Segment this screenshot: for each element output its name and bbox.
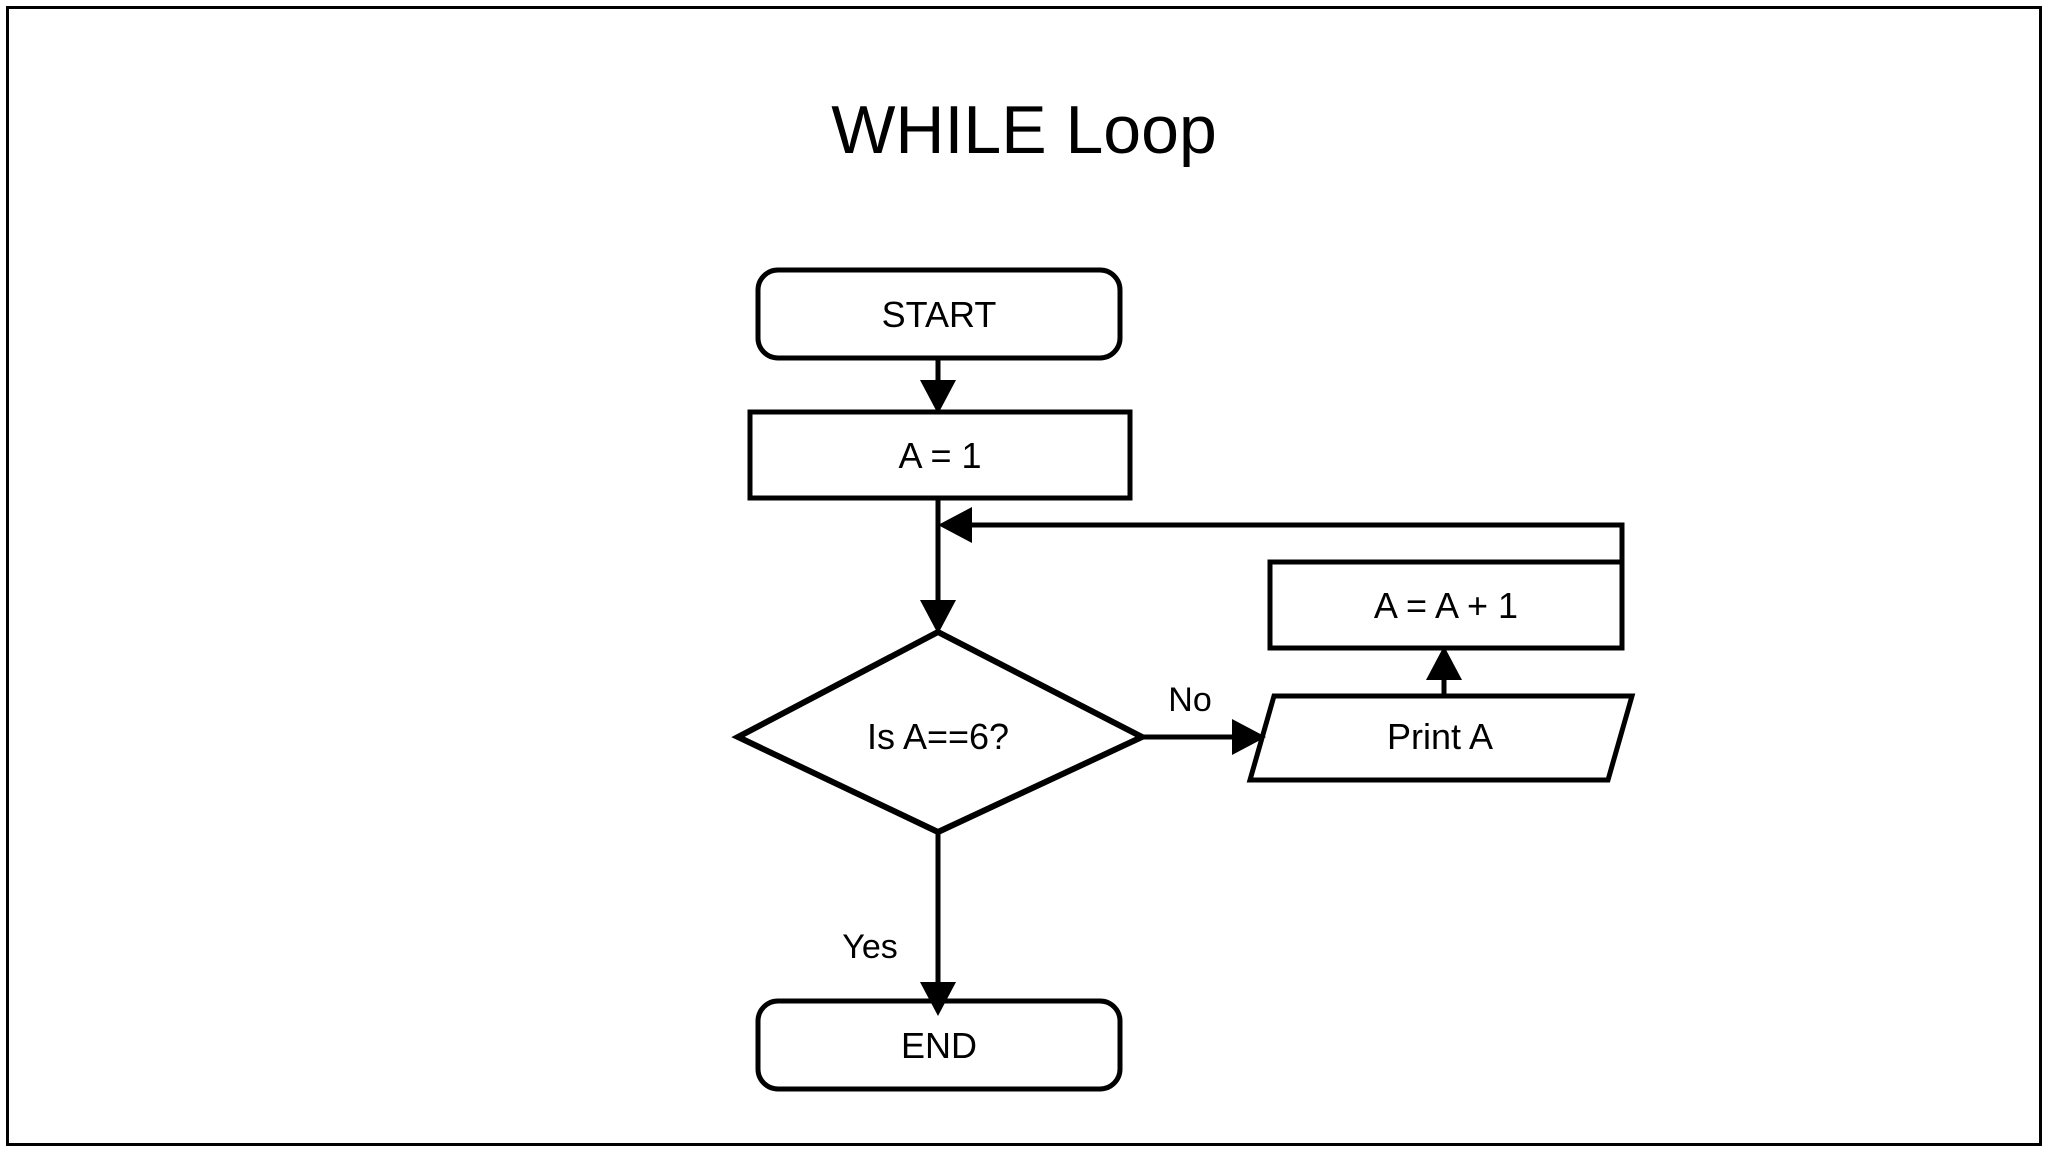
page-title: WHILE Loop bbox=[831, 92, 1217, 168]
connector-decision-to-print bbox=[1143, 719, 1266, 755]
connector-decision-to-end bbox=[920, 832, 956, 1016]
node-print-label: Print A bbox=[1386, 716, 1494, 757]
node-incr-shape[interactable] bbox=[1267, 559, 1625, 651]
node-init-shape[interactable] bbox=[747, 409, 1133, 501]
connector-incr-loopback bbox=[938, 507, 1625, 562]
connector-print-to-incr bbox=[1426, 646, 1462, 697]
node-end-shape[interactable] bbox=[755, 998, 1123, 1092]
node-print-shape[interactable] bbox=[1246, 693, 1636, 783]
node-start-label: START bbox=[881, 294, 997, 335]
node-decision-shape[interactable] bbox=[731, 628, 1149, 836]
node-decision-label: Is A==6? bbox=[866, 716, 1010, 757]
connector-start-to-init bbox=[920, 357, 956, 414]
edge-label-no: No bbox=[1168, 681, 1212, 719]
edge-label-yes: Yes bbox=[842, 928, 898, 966]
node-incr-label: A = A + 1 bbox=[1373, 585, 1519, 626]
node-init-label: A = 1 bbox=[898, 435, 982, 476]
connector-init-to-decision bbox=[920, 498, 956, 634]
node-end-label: END bbox=[900, 1025, 977, 1066]
node-start-shape[interactable] bbox=[755, 267, 1123, 361]
